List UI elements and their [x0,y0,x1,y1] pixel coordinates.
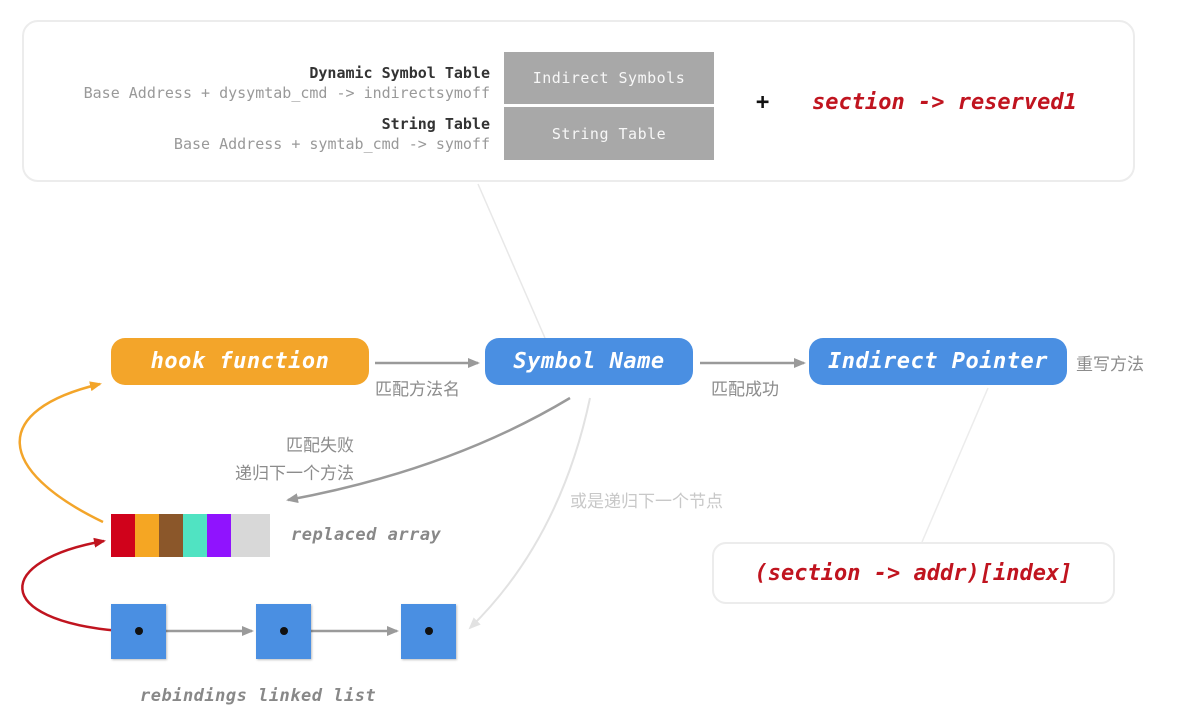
dynamic-symbol-table-label: Dynamic Symbol Table [309,64,490,82]
match-fail-arrow [286,396,571,504]
array-cell-4 [183,514,207,557]
match-fail-label: 匹配失败 [286,436,354,456]
match-method-name-label: 匹配方法名 [375,380,460,400]
indirect-symbols-box: Indirect Symbols [504,52,714,104]
recurse-next-node-label: 或是递归下一个节点 [570,492,723,512]
plus-sign: + [756,90,770,115]
list-node-2 [256,604,311,659]
node-pointer-dot [280,627,288,635]
next-node-arrow [468,397,591,630]
array-cell-3 [159,514,183,557]
array-cell-6 [231,514,270,557]
symbol-name-node: Symbol Name [485,338,693,385]
pointer-to-address-link [921,387,989,543]
array-cell-1 [111,514,135,557]
array-to-hook-arrow [18,381,104,524]
node-pointer-dot [135,627,143,635]
indirect-pointer-node: Indirect Pointer [809,338,1067,385]
address-expression: (section -> addr)[index] [754,560,1073,586]
recurse-next-method-label: 递归下一个方法 [235,464,354,484]
string-table-formula: Base Address + symtab_cmd -> symoff [173,135,490,153]
string-table-label: String Table [381,115,490,133]
node-pointer-dot [425,627,433,635]
panel-to-symbol-link [477,183,546,339]
dynamic-symbol-table-formula: Base Address + dysymtab_cmd -> indirects… [83,84,490,102]
rewrite-method-label: 重写方法 [1076,355,1144,375]
replaced-array-label: replaced array [291,525,442,545]
match-success-label: 匹配成功 [711,380,779,400]
address-expression-box: (section -> addr)[index] [712,542,1115,604]
hook-function-node: hook function [111,338,369,385]
reserved1-expression: section -> reserved1 [812,90,1077,115]
linked-list-label: rebindings linked list [140,686,377,706]
list-node-3 [401,604,456,659]
list-to-array-arrow [21,537,121,633]
array-cell-5 [207,514,231,557]
array-cell-2 [135,514,159,557]
list-node-1 [111,604,166,659]
string-table-box: String Table [504,107,714,160]
